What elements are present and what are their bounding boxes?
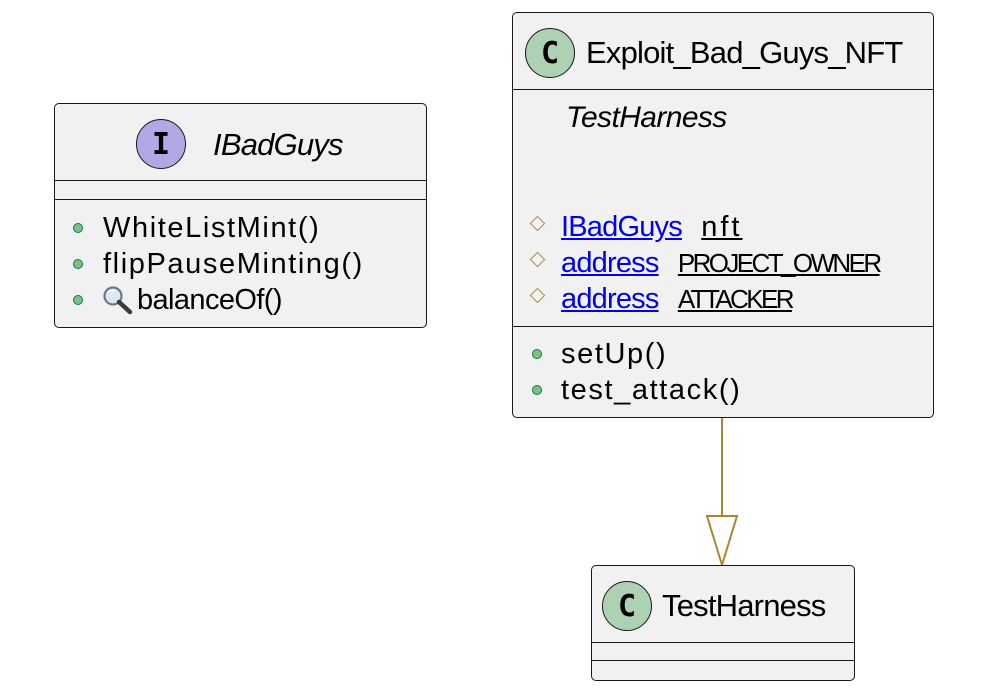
- type-link-address[interactable]: address: [561, 283, 659, 315]
- interface-name: IBadGuys: [213, 127, 344, 162]
- class-testharness[interactable]: C TestHarness: [591, 565, 855, 681]
- parent-note: TestHarness: [566, 101, 727, 134]
- magnifier-icon: [103, 286, 133, 315]
- class-name: Exploit_Bad_Guys_NFT: [586, 35, 903, 70]
- class-name: TestHarness: [662, 588, 826, 623]
- field-name-attacker: ATTACKER: [677, 284, 795, 314]
- public-method-icon: [532, 349, 542, 359]
- public-method-icon: [532, 385, 542, 395]
- class-exploit-bad-guys-nft[interactable]: C Exploit_Bad_Guys_NFT TestHarness IBadG…: [512, 12, 934, 418]
- separator: [55, 180, 426, 181]
- type-link-ibadguys[interactable]: IBadGuys: [561, 211, 683, 243]
- field-row: address ATTACKER: [561, 283, 795, 316]
- field-name-nft: nft: [701, 211, 743, 243]
- separator: [592, 660, 854, 661]
- public-method-icon: [73, 295, 83, 305]
- field-row: address PROJECT_OWNER: [561, 247, 882, 280]
- method-flippauseminting: flipPauseMinting(): [103, 248, 364, 280]
- separator: [513, 89, 933, 90]
- method-setup: setUp(): [561, 338, 668, 370]
- protected-field-icon: [529, 215, 546, 232]
- protected-field-icon: [529, 251, 546, 268]
- protected-field-icon: [529, 287, 546, 304]
- separator: [55, 199, 426, 200]
- class-badge-icon: C: [602, 581, 652, 631]
- field-name-project-owner: PROJECT_OWNER: [677, 248, 882, 278]
- method-test-attack: test_attack(): [561, 374, 742, 406]
- class-badge-icon: C: [525, 28, 575, 78]
- public-method-icon: [73, 259, 83, 269]
- field-row: IBadGuys nft: [561, 211, 742, 244]
- separator: [592, 642, 854, 643]
- interface-ibadguys[interactable]: I IBadGuys WhiteListMint() flipPauseMint…: [54, 103, 427, 328]
- method-balanceof: balanceOf(): [137, 284, 283, 316]
- interface-badge-icon: I: [136, 119, 186, 169]
- separator: [513, 326, 933, 327]
- method-whitelistmint: WhiteListMint(): [103, 212, 321, 244]
- public-method-icon: [73, 223, 83, 233]
- type-link-address[interactable]: address: [561, 247, 659, 279]
